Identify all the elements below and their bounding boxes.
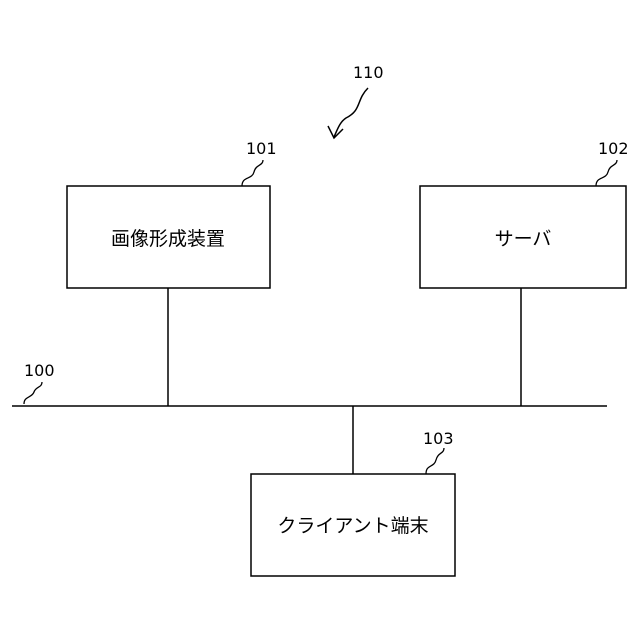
network-ref: 100	[24, 361, 55, 380]
server-ref-leader	[596, 160, 617, 186]
client-terminal-ref: 103	[423, 429, 454, 448]
image-forming-apparatus-ref: 101	[246, 139, 277, 158]
system-ref-label: 110	[353, 63, 384, 82]
network-ref-leader	[24, 382, 42, 404]
server-label: サーバ	[495, 228, 552, 250]
client-terminal-ref-leader	[426, 448, 444, 474]
image-forming-apparatus-label: 画像形成装置	[111, 228, 225, 250]
system-ref-arrow	[334, 88, 368, 137]
server-ref: 102	[598, 139, 629, 158]
image-forming-apparatus-ref-leader	[242, 160, 263, 186]
client-terminal-label: クライアント端末	[277, 515, 428, 537]
